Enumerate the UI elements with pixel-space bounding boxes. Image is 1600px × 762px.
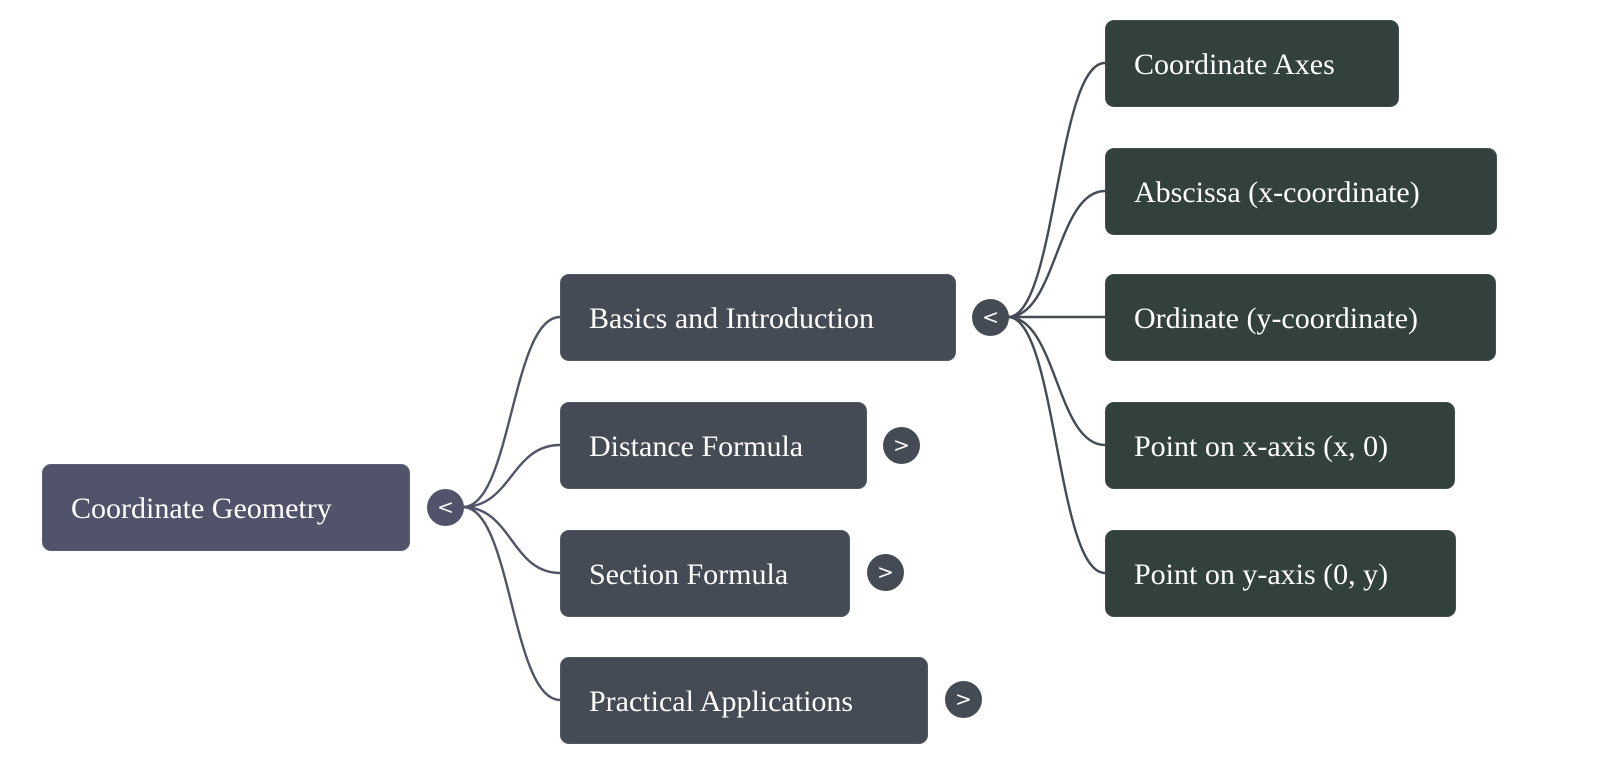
root-node[interactable]: Coordinate Geometry	[42, 464, 410, 551]
basics-collapse-toggle[interactable]: <	[972, 299, 1009, 336]
practical-applications-expand-toggle[interactable]: >	[945, 681, 982, 718]
leaf-node-coordinate-axes[interactable]: Coordinate Axes	[1105, 20, 1399, 107]
leaf-node-point-on-y-axis[interactable]: Point on y-axis (0, y)	[1105, 530, 1456, 617]
branch-node-practical-applications[interactable]: Practical Applications	[560, 657, 928, 744]
branch-node-basics[interactable]: Basics and Introduction	[560, 274, 956, 361]
leaf-node-abscissa[interactable]: Abscissa (x-coordinate)	[1105, 148, 1497, 235]
branch-node-section-formula[interactable]: Section Formula	[560, 530, 850, 617]
distance-formula-expand-toggle[interactable]: >	[883, 427, 920, 464]
root-collapse-toggle[interactable]: <	[427, 489, 464, 526]
basics-link-4	[1007, 315, 1106, 575]
basics-link-3	[1007, 315, 1106, 447]
root-link-1	[462, 443, 561, 509]
section-formula-expand-toggle[interactable]: >	[867, 554, 904, 591]
root-link-0	[462, 315, 561, 509]
branch-node-distance-formula[interactable]: Distance Formula	[560, 402, 867, 489]
root-link-3	[462, 505, 561, 702]
leaf-node-point-on-x-axis[interactable]: Point on x-axis (x, 0)	[1105, 402, 1455, 489]
root-link-2	[462, 505, 561, 575]
basics-link-0	[1007, 61, 1106, 319]
leaf-node-ordinate[interactable]: Ordinate (y-coordinate)	[1105, 274, 1496, 361]
basics-link-1	[1007, 189, 1106, 319]
